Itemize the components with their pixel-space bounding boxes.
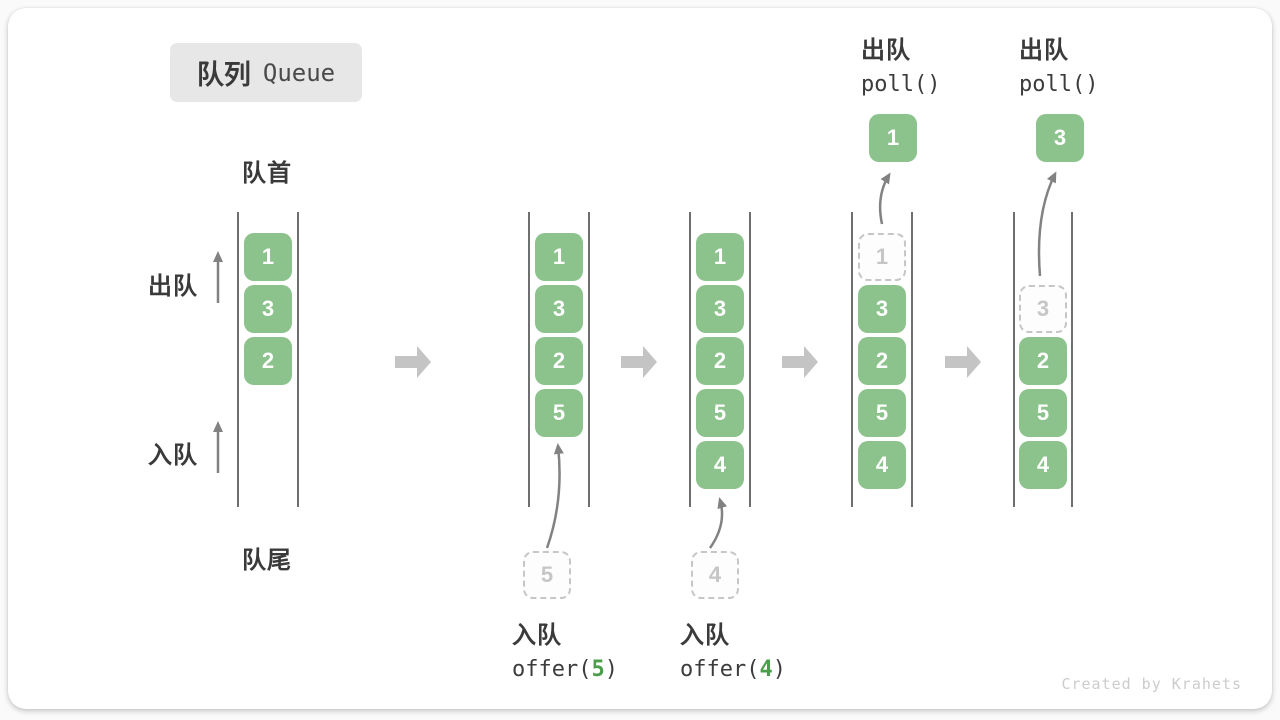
code-post: ) [604,657,618,682]
step-arrow-icon [782,346,818,378]
credit-text: Created by Krahets [1061,675,1242,693]
offer5-code: offer(5) [512,657,618,682]
queue-item: 5 [535,389,583,437]
queue-item: 5 [858,389,906,437]
offer4-code: offer(4) [680,657,786,682]
queue-item: 2 [1019,337,1067,385]
queue-item-removed: 3 [1019,285,1067,333]
code-pre: offer( [512,657,592,682]
queue-item: 1 [244,233,292,281]
queue-item: 3 [858,285,906,333]
poll-result-item: 1 [869,114,917,162]
queue-wall-right [297,212,299,507]
queue-item: 2 [858,337,906,385]
poll3-verb: 出队 [1019,37,1069,64]
queue-item: 1 [696,233,744,281]
queue-item: 2 [244,337,292,385]
queue-wall-left [528,212,530,507]
code-arg: 5 [591,657,605,682]
queue-front-label: 队首 [242,160,292,187]
queue-item: 3 [696,285,744,333]
queue-wall-left [689,212,691,507]
queue-column-2: 1 3 2 5 [528,212,590,507]
poll3-code: poll() [1019,72,1099,97]
queue-item: 5 [696,389,744,437]
title-zh: 队列 [196,60,251,90]
poll-result-item: 3 [1036,114,1084,162]
poll1-code: poll() [861,72,941,97]
queue-item: 5 [1019,389,1067,437]
queue-item: 1 [535,233,583,281]
step-arrow-icon [621,346,657,378]
code-pre: offer( [680,657,760,682]
queue-wall-left [851,212,853,507]
queue-item: 2 [535,337,583,385]
queue-item: 4 [858,441,906,489]
dequeue-label: 出队 [148,273,198,300]
poll1-op-label: 出队 poll() [861,30,940,97]
offer5-op-label: 入队 offer(5) [512,615,618,682]
queue-wall-left [237,212,239,507]
queue-column-1: 1 3 2 [237,212,299,507]
queue-item: 4 [696,441,744,489]
queue-item: 2 [696,337,744,385]
queue-rear-label: 队尾 [242,547,292,574]
offer5-verb: 入队 [512,622,562,649]
offer4-op-label: 入队 offer(4) [680,615,786,682]
queue-item: 3 [244,285,292,333]
queue-wall-right [749,212,751,507]
queue-wall-right [588,212,590,507]
code-arg: 4 [759,657,773,682]
queue-item: 3 [535,285,583,333]
queue-item-removed: 1 [858,233,906,281]
enqueue-ghost-item: 4 [691,551,739,599]
poll1-verb: 出队 [861,37,911,64]
poll3-op-label: 出队 poll() [1019,30,1098,97]
step-arrow-icon [945,346,981,378]
queue-item: 4 [1019,441,1067,489]
enqueue-ghost-item: 5 [523,551,571,599]
queue-wall-right [911,212,913,507]
figure-title: 队列 Queue [170,43,362,102]
queue-column-3: 1 3 2 5 4 [689,212,751,507]
queue-column-5: 3 2 5 4 [1013,212,1073,507]
code-post: ) [772,657,786,682]
offer4-verb: 入队 [680,622,730,649]
enqueue-label: 入队 [148,442,198,469]
queue-column-4: 1 3 2 5 4 [851,212,913,507]
step-arrow-icon [395,346,431,378]
title-en: Queue [262,58,336,87]
queue-wall-left [1013,212,1015,507]
queue-wall-right [1071,212,1073,507]
